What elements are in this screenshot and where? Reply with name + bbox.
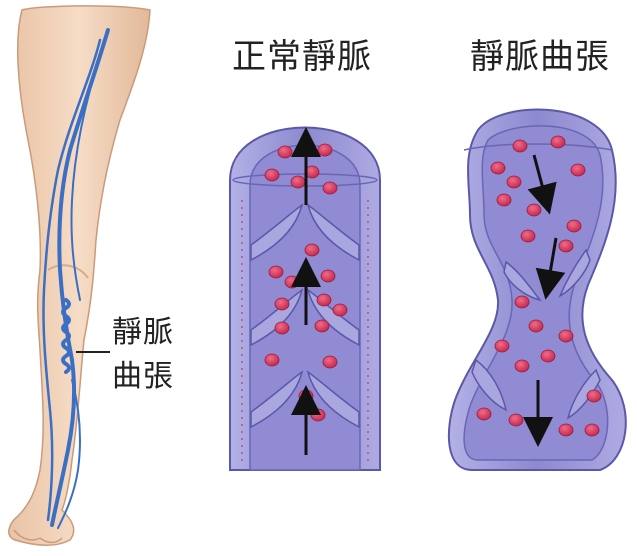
normal-vein-title: 正常靜脈 <box>232 40 372 74</box>
leg-callout-line2: 曲張 <box>112 362 174 392</box>
blood-cell <box>317 294 331 306</box>
blood-cell <box>278 146 292 158</box>
leg-callout-line1: 靜脈 <box>112 318 174 348</box>
blood-cell <box>529 320 543 332</box>
varicose-vein-title: 靜脈曲張 <box>470 40 610 74</box>
normal-vein-illustration <box>230 128 380 471</box>
blood-cell <box>507 176 521 188</box>
blood-cell <box>567 220 581 232</box>
blood-cell <box>587 390 601 402</box>
blood-cell <box>333 304 347 316</box>
blood-cell <box>559 424 573 436</box>
blood-cell <box>513 140 527 152</box>
blood-cell <box>541 350 555 362</box>
blood-cell <box>509 414 523 426</box>
blood-cell <box>323 182 337 194</box>
blood-cell <box>515 360 529 372</box>
blood-cell <box>321 270 335 282</box>
blood-cell <box>269 266 283 278</box>
blood-cell <box>571 164 585 176</box>
blood-cell <box>477 408 491 420</box>
blood-cell <box>275 322 289 334</box>
blood-cell <box>515 296 529 308</box>
blood-cell <box>497 194 511 206</box>
blood-cell <box>285 276 299 288</box>
blood-cell <box>275 298 289 310</box>
blood-cell <box>559 240 573 252</box>
blood-cell <box>527 204 541 216</box>
blood-cell <box>495 340 509 352</box>
blood-cell <box>265 169 279 181</box>
blood-cell <box>291 176 305 188</box>
blood-cell <box>305 244 319 256</box>
blood-cell <box>521 230 535 242</box>
blood-cell <box>318 144 332 156</box>
varicose-vein-illustration <box>449 110 626 470</box>
blood-cell <box>315 320 329 332</box>
blood-cell <box>559 330 573 342</box>
leg-illustration <box>9 6 150 545</box>
blood-cell <box>585 424 599 436</box>
blood-cell <box>491 162 505 174</box>
blood-cell <box>551 136 565 148</box>
blood-cell <box>311 409 325 421</box>
blood-cell <box>265 354 279 366</box>
blood-cell <box>323 356 337 368</box>
